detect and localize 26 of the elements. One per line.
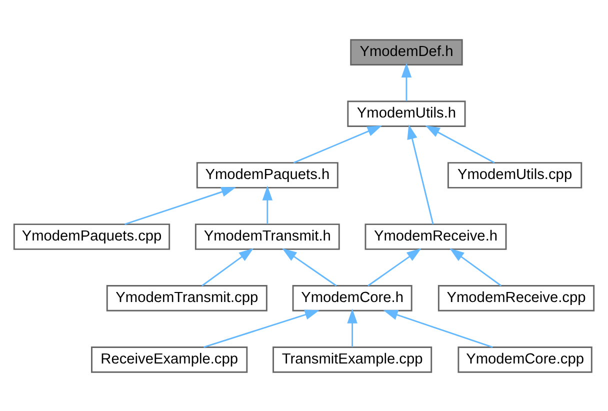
node-box: YmodemReceive.cpp (438, 284, 595, 311)
arrow (282, 248, 337, 286)
node-box: YmodemCore.h (292, 284, 412, 311)
arrow (407, 124, 434, 224)
node-box: YmodemTransmit.h (194, 223, 340, 250)
arrow (293, 125, 382, 163)
node-box: YmodemPaquets.cpp (13, 223, 170, 250)
arrow (262, 185, 273, 224)
node-box: TransmitExample.cpp (272, 346, 432, 372)
node-box: YmodemReceive.h (364, 223, 507, 250)
node-box: YmodemPaquets.h (196, 162, 338, 188)
node-box: YmodemUtils.cpp (447, 162, 582, 188)
arrow (450, 248, 502, 286)
arrow (425, 124, 495, 163)
arrow (204, 309, 320, 348)
node-box: YmodemDef.h (350, 38, 463, 65)
arrow (401, 62, 412, 101)
node-box: ReceiveExample.cpp (91, 346, 248, 372)
node-box: YmodemTransmit.cpp (106, 284, 268, 311)
arrow (347, 308, 358, 346)
node-box: YmodemUtils.h (347, 100, 466, 126)
arrow (124, 186, 236, 224)
arrow (368, 248, 422, 286)
arrow (202, 248, 254, 286)
node-box: YmodemCore.cpp (458, 346, 592, 372)
arrow (383, 309, 493, 348)
